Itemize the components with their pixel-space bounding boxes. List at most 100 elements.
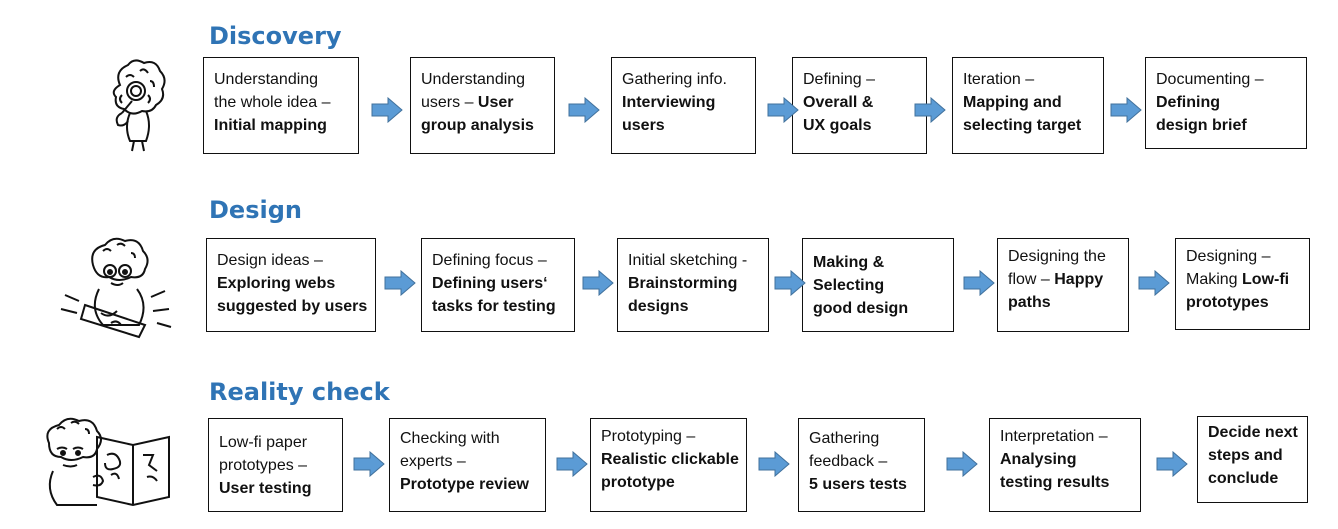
step-text: Gathering info. bbox=[622, 71, 727, 88]
step-line: Designing – bbox=[1186, 245, 1299, 268]
flow-arrow-icon bbox=[758, 451, 790, 477]
flow-arrow-icon bbox=[556, 451, 588, 477]
flow-arrow-icon bbox=[767, 97, 799, 123]
step-box-discovery-3: Gathering info. Interviewing users bbox=[611, 57, 756, 154]
step-text: users – bbox=[421, 94, 478, 111]
step-line: Initial mapping bbox=[214, 114, 348, 137]
step-text-bold: prototypes bbox=[1186, 294, 1269, 311]
step-text-bold: UX goals bbox=[803, 117, 872, 134]
step-text: feedback – bbox=[809, 453, 888, 470]
step-text-bold: Happy bbox=[1054, 271, 1104, 288]
row-title-design: Design bbox=[209, 196, 302, 224]
step-line: experts – bbox=[400, 450, 535, 473]
step-text-bold: Selecting bbox=[813, 277, 885, 294]
step-line: feedback – bbox=[809, 450, 914, 473]
step-line: Iteration – bbox=[963, 68, 1093, 91]
step-line: prototypes – bbox=[219, 454, 332, 477]
step-line: 5 users tests bbox=[809, 473, 914, 496]
step-text: Making bbox=[1186, 271, 1243, 288]
step-line: Defining bbox=[1156, 91, 1296, 114]
step-line: group analysis bbox=[421, 114, 544, 137]
step-text-bold: suggested by users bbox=[217, 298, 368, 315]
step-text-bold: testing results bbox=[1000, 474, 1110, 491]
step-text: Defining focus – bbox=[432, 252, 547, 269]
step-text: Defining – bbox=[803, 71, 876, 88]
step-text-bold: User bbox=[477, 94, 514, 111]
step-text: Understanding bbox=[421, 71, 526, 88]
step-line: Understanding bbox=[214, 68, 348, 91]
step-text-bold: Making & bbox=[813, 254, 885, 271]
step-line: Defining users‘ bbox=[432, 272, 564, 295]
step-text: Checking with bbox=[400, 430, 500, 447]
step-text-bold: Defining bbox=[1156, 94, 1220, 111]
step-text-bold: Interviewing bbox=[622, 94, 716, 111]
step-text-bold: Brainstorming bbox=[628, 275, 738, 292]
step-line: flow – Happy bbox=[1008, 268, 1118, 291]
step-line: Design ideas – bbox=[217, 249, 365, 272]
step-line: conclude bbox=[1208, 467, 1297, 490]
step-text-bold: design brief bbox=[1156, 117, 1247, 134]
step-line: Prototype review bbox=[400, 473, 535, 496]
step-text-bold: Overall & bbox=[803, 94, 874, 111]
step-line: Prototyping – bbox=[601, 425, 736, 448]
step-line: Defining – bbox=[803, 68, 916, 91]
step-line: selecting target bbox=[963, 114, 1093, 137]
step-line: Interviewing bbox=[622, 91, 745, 114]
step-line: testing results bbox=[1000, 471, 1130, 494]
row-title-reality-check: Reality check bbox=[209, 378, 390, 406]
step-text: Prototyping – bbox=[601, 428, 696, 445]
step-text: flow – bbox=[1008, 271, 1055, 288]
step-text-bold: Initial mapping bbox=[214, 117, 327, 134]
step-text-bold: Realistic clickable bbox=[601, 451, 739, 468]
flow-arrow-icon bbox=[946, 451, 978, 477]
step-text: prototypes – bbox=[219, 457, 308, 474]
step-box-reality-check-6: Decide next steps and conclude bbox=[1197, 416, 1308, 503]
step-line: Realistic clickable bbox=[601, 448, 739, 471]
step-text: Understanding bbox=[214, 71, 319, 88]
step-text: Designing – bbox=[1186, 248, 1271, 265]
step-line: Making Low-fi bbox=[1186, 268, 1299, 291]
step-line: Gathering bbox=[809, 427, 914, 450]
step-box-design-6: Designing – Making Low-fi prototypes bbox=[1175, 238, 1310, 330]
step-text-bold: selecting target bbox=[963, 117, 1082, 134]
flow-arrow-icon bbox=[914, 97, 946, 123]
step-text-bold: steps and bbox=[1208, 447, 1283, 464]
step-text-bold: users bbox=[622, 117, 665, 134]
flow-arrow-icon bbox=[384, 270, 416, 296]
step-text: Initial sketching - bbox=[628, 252, 748, 269]
flow-arrow-icon bbox=[774, 270, 806, 296]
step-box-reality-check-4: Gathering feedback – 5 users tests bbox=[798, 418, 925, 512]
step-line: Exploring webs bbox=[217, 272, 365, 295]
step-text: experts – bbox=[400, 453, 466, 470]
flow-arrow-icon bbox=[1138, 270, 1170, 296]
step-text-bold: tasks for testing bbox=[432, 298, 556, 315]
step-line: users – User bbox=[421, 91, 544, 114]
flow-arrow-icon bbox=[1110, 97, 1142, 123]
step-line: Making & bbox=[813, 251, 943, 274]
step-text-bold: paths bbox=[1008, 294, 1051, 311]
reading-figure-icon bbox=[46, 417, 170, 507]
step-line: steps and bbox=[1208, 444, 1297, 467]
step-line: prototypes bbox=[1186, 291, 1299, 314]
step-line: Decide next bbox=[1208, 421, 1298, 444]
step-line: Overall & bbox=[803, 91, 916, 114]
flow-arrow-icon bbox=[582, 270, 614, 296]
sketching-figure-icon bbox=[60, 237, 172, 339]
step-text: Iteration – bbox=[963, 71, 1035, 88]
step-text-bold: Low-fi bbox=[1242, 271, 1290, 288]
step-text: Gathering bbox=[809, 430, 880, 447]
step-line: good design bbox=[813, 297, 943, 320]
step-line: users bbox=[622, 114, 745, 137]
step-text: the whole idea – bbox=[214, 94, 331, 111]
step-line: Brainstorming bbox=[628, 272, 758, 295]
step-line: Understanding bbox=[421, 68, 544, 91]
step-line: Selecting bbox=[813, 274, 943, 297]
step-line: UX goals bbox=[803, 114, 916, 137]
step-line: Initial sketching - bbox=[628, 249, 758, 272]
step-text-bold: Decide next bbox=[1208, 424, 1298, 441]
